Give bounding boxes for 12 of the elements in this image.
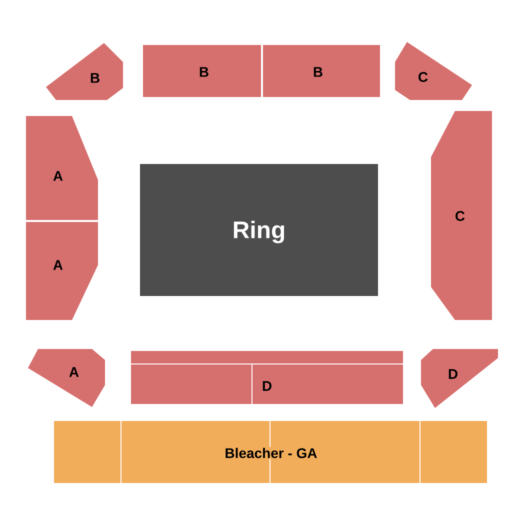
seat-section: B <box>143 45 261 97</box>
seat-section: A <box>28 349 105 407</box>
ring: Ring <box>140 164 378 296</box>
seat-section: B <box>46 43 123 100</box>
seat-section: C <box>395 42 472 100</box>
seat-section: B <box>263 45 380 97</box>
seat-section: A <box>26 116 98 220</box>
seat-section: C <box>431 111 492 320</box>
seat-section: D <box>421 349 498 408</box>
bleacher-section: Bleacher - GA <box>54 420 487 484</box>
seat-section: A <box>26 222 98 320</box>
seat-section: D <box>130 351 404 404</box>
